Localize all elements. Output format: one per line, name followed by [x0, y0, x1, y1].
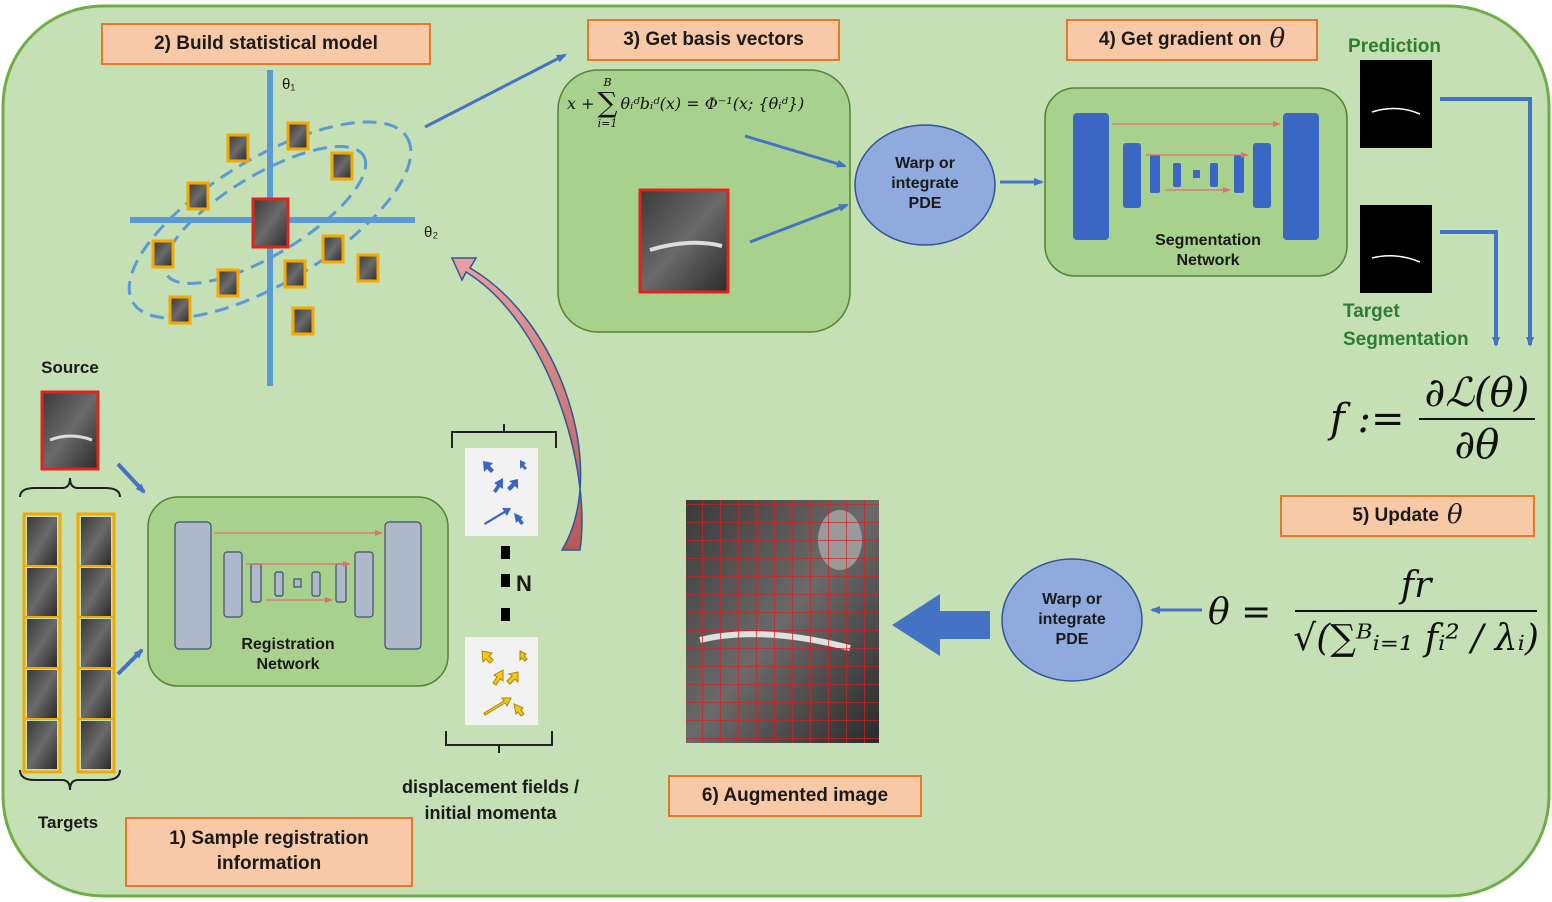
segmentation-network-box: [1044, 87, 1348, 277]
theta1-label: θ₁: [282, 76, 296, 93]
sample-thumbnails: [151, 121, 380, 336]
warp-node-2: [1001, 558, 1143, 682]
basis-equation: x + B ∑ i=1 θᵢᵈbᵢᵈ(x) = Φ⁻¹(x; {θᵢᵈ}): [567, 76, 805, 130]
registration-network-blocks: [174, 521, 422, 650]
prediction-label: Prediction: [1348, 36, 1441, 57]
inner-ellipse: [162, 145, 368, 285]
curved-arrow-fields-to-model: [450, 257, 583, 551]
prediction-image: [1360, 60, 1432, 148]
source-brace: [19, 477, 121, 498]
step-6-label: 6) Augmented image: [668, 775, 922, 817]
n-label: N: [516, 571, 532, 596]
arrow-image-to-warp: [749, 203, 849, 244]
targets-brace: [19, 769, 121, 791]
segmentation-network-label: Segmentation Network: [1155, 232, 1261, 269]
displacement-fields-label: displacement fields / initial momenta: [401, 777, 580, 824]
arrow-prediction-to-loss: [1440, 97, 1534, 347]
step-3-label: 3) Get basis vectors: [587, 19, 840, 61]
targets-label: Targets: [37, 813, 99, 832]
mean-thumbnail: [251, 197, 290, 249]
deformation-grid: [686, 500, 879, 743]
target-segmentation-label: Target Segmentation: [1343, 301, 1469, 350]
yellow-vector-arrows: [481, 650, 528, 717]
displacement-field-1: [465, 448, 538, 536]
arrow-basis-to-warp: [744, 134, 847, 168]
arrow-targets-to-reg: [116, 648, 144, 676]
arrow-source-to-reg: [116, 462, 146, 494]
arrow-warp2-to-augmented: [892, 594, 990, 656]
statistical-model-plot: [127, 70, 415, 386]
blue-vector-arrows: [483, 460, 527, 525]
registration-network-box: [147, 496, 449, 687]
step-2-label: 2) Build statistical model: [101, 23, 431, 65]
target-segmentation-image: [1360, 205, 1432, 293]
theta2-label: θ₂: [424, 224, 439, 241]
warp-node-1-label: Warp or integrate PDE: [891, 155, 959, 212]
arrow-target-to-loss: [1440, 230, 1500, 347]
registration-network-label: Registration Network: [241, 636, 335, 673]
gradient-equation: f := ∂ℒ(θ) ∂θ: [1330, 370, 1536, 468]
segmentation-network-blocks: [1073, 113, 1319, 240]
arrow-model-to-basis: [424, 53, 567, 129]
source-mri-image: [638, 188, 730, 294]
warp-node-1: [854, 124, 996, 246]
targets-stack: [22, 512, 116, 774]
source-image: [40, 390, 100, 471]
source-label: Source: [41, 358, 99, 377]
step-1-label: 1) Sample registration information: [125, 817, 413, 887]
update-equation: θ = fr √(∑ᴮᵢ₌₁ fᵢ² / λᵢ): [1208, 565, 1539, 659]
displacement-field-2: [465, 637, 538, 725]
warp-node-2-label: Warp or integrate PDE: [1038, 591, 1106, 648]
